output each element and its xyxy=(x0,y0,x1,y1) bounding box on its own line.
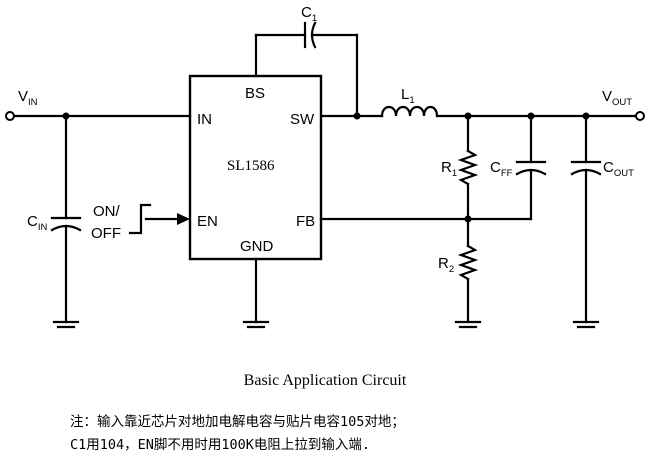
label-vout: VOUT xyxy=(602,88,632,108)
ground-symbol-ic xyxy=(242,320,270,329)
fb-net xyxy=(319,215,533,223)
ground-symbol-cin xyxy=(52,320,80,329)
note-line-1: 注：输入靠近芯片对地加电解电容与贴片电容105对地； xyxy=(70,414,405,430)
resistor-r1 xyxy=(457,114,479,221)
schematic-diagram: SL1586 IN BS SW EN FB GND VIN VOUT C1 L1… xyxy=(5,4,645,329)
junction-dot xyxy=(353,112,361,120)
label-off: OFF xyxy=(91,225,121,242)
ground-symbol-r2 xyxy=(454,320,482,329)
label-cff: CFF xyxy=(490,159,513,179)
label-c1: C1 xyxy=(301,4,317,24)
bootstrap-loop xyxy=(254,21,359,118)
cin-capacitor xyxy=(50,114,82,324)
label-cout: COUT xyxy=(603,159,634,179)
label-vin: VIN xyxy=(18,88,38,108)
pin-label-gnd: GND xyxy=(240,238,274,255)
label-r2: R2 xyxy=(438,255,454,275)
label-l1: L1 xyxy=(401,86,415,106)
pin-label-en: EN xyxy=(197,213,218,230)
inductor-l1 xyxy=(380,105,439,118)
cff-capacitor xyxy=(515,114,547,221)
cout-capacitor xyxy=(570,114,602,324)
en-input-arrow xyxy=(144,213,190,225)
en-step-signal xyxy=(128,203,152,235)
ic-body xyxy=(188,74,323,261)
figure-caption: Basic Application Circuit xyxy=(243,372,407,389)
vin-rail xyxy=(5,111,192,121)
ic-name: SL1586 xyxy=(227,158,275,174)
ground-symbol-cout xyxy=(572,320,600,329)
label-cin: CIN xyxy=(27,213,47,233)
note-line-2: C1用104，EN脚不用时用100K电阻上拉到输入端. xyxy=(70,437,371,453)
label-r1: R1 xyxy=(441,159,457,179)
resistor-r2 xyxy=(457,217,479,324)
vin-terminal xyxy=(5,111,15,121)
vout-terminal xyxy=(635,111,645,121)
pin-label-sw: SW xyxy=(290,111,315,128)
pin-label-bs: BS xyxy=(245,85,265,102)
label-on: ON/ xyxy=(93,203,121,220)
sw-net xyxy=(319,112,384,120)
pin-label-in: IN xyxy=(197,111,212,128)
pin-label-fb: FB xyxy=(296,213,315,230)
